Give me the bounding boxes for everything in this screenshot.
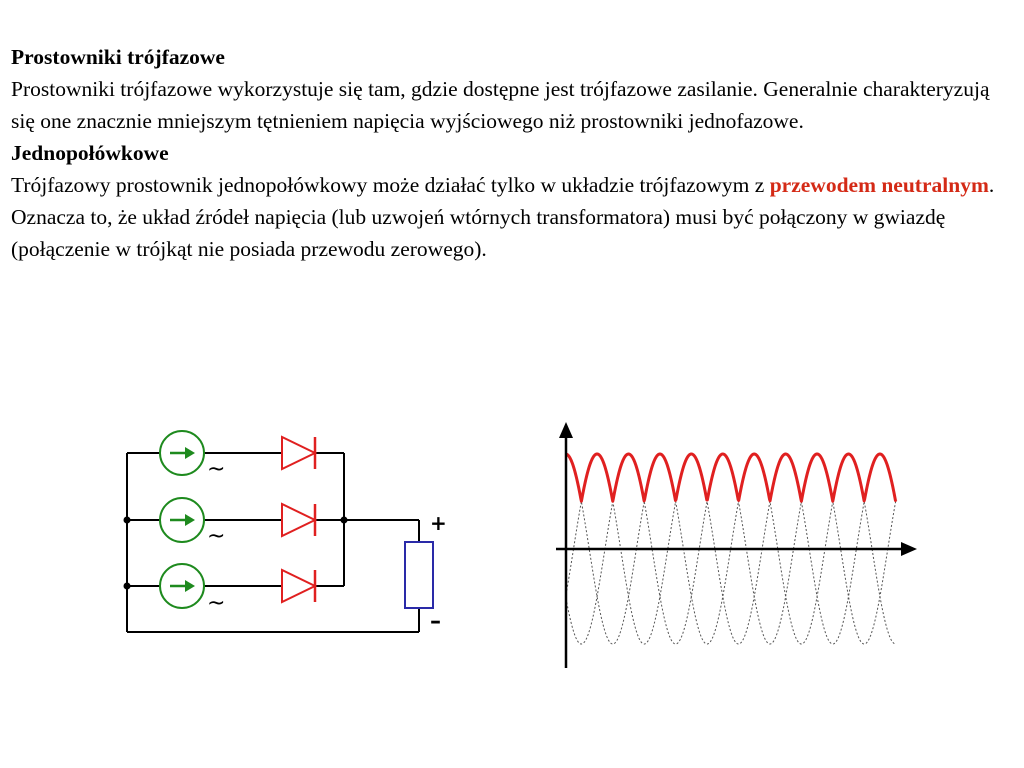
heading-half-wave: Jednopołówkowe	[11, 141, 169, 165]
plus-label: +	[430, 511, 447, 535]
voltage-source-3	[159, 563, 205, 609]
junction-dot-left-middle	[123, 516, 131, 524]
output-voltage-curve	[565, 452, 898, 503]
diode-2	[281, 502, 318, 538]
phase-curve-3	[565, 453, 897, 645]
heading-three-phase: Prostowniki trójfazowe	[11, 45, 225, 69]
diode-1	[281, 435, 318, 471]
paragraph-intro: Prostowniki trójfazowe wykorzystuje się …	[11, 77, 990, 133]
phase-curve-1	[565, 453, 897, 645]
ac-symbol-3: ~	[207, 591, 225, 616]
junction-dot-right	[340, 516, 348, 524]
y-axis-arrow	[559, 422, 573, 438]
x-axis-arrow	[901, 542, 917, 556]
paragraph-half-wave: Trójfazowy prostownik jednopołówkowy moż…	[11, 169, 1011, 265]
load-resistor	[404, 541, 434, 609]
ac-symbol-1: ~	[207, 457, 225, 482]
ac-symbol-2: ~	[207, 524, 225, 549]
voltage-source-2	[159, 497, 205, 543]
paragraph-half-wave-end: . Oznacza to, że układ źródeł napięcia (…	[11, 173, 995, 261]
highlight-neutral-wire: przewodem neutralnym	[769, 173, 989, 197]
waveform-plot	[556, 422, 917, 668]
text-block: Prostowniki trójfazowe Prostowniki trójf…	[11, 41, 1011, 265]
paragraph-half-wave-start: Trójfazowy prostownik jednopołówkowy moż…	[11, 173, 770, 197]
junction-dot-left-bottom	[123, 582, 131, 590]
minus-label: –	[430, 609, 441, 634]
diode-3	[281, 568, 318, 604]
voltage-source-1	[159, 430, 205, 476]
